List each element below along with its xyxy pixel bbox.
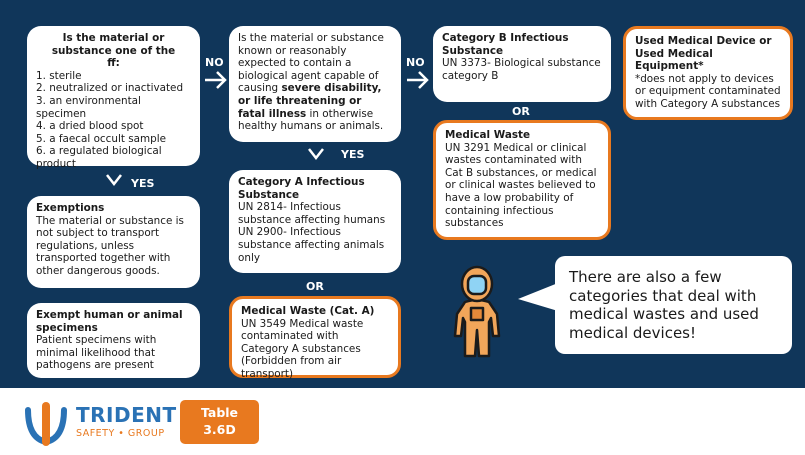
speech-bubble-text: There are also a few categories that dea… [569,268,759,342]
list-item: 5. a faecal occult sample [36,132,166,145]
exemptions-title: Exemptions [36,202,105,214]
exempt-specimens-title: Exempt human or animal specimens [36,309,183,334]
exemptions-text: The material or substance is not subject… [36,214,184,277]
medical-waste-cat-a-title: Medical Waste (Cat. A) [241,305,375,317]
or-label: OR [512,105,530,118]
arrow-right-icon [205,71,227,89]
arrow-down-icon [308,148,324,161]
question-text-post: in otherwise healthy humans or animals. [238,107,384,133]
medical-waste-cat-a-box: Medical Waste (Cat. A) UN 3549 Medical w… [229,296,401,380]
used-device-title: Used Medical Device or Used Medical Equi… [635,35,772,73]
yes-label: YES [131,177,155,190]
category-b-box: Category B Infectious Substance UN 3373-… [433,26,611,102]
hazmat-suit-icon [453,265,501,358]
speech-bubble-tail [518,283,558,311]
table-tag-line2: 3.6D [203,422,236,437]
medical-waste-box: Medical Waste UN 3291 Medical or clinica… [433,120,611,240]
brand-name: TRIDENT [76,403,177,427]
exemptions-box: Exemptions The material or substance is … [27,196,200,288]
arrow-right-icon [407,71,429,89]
exempt-specimens-text: Patient specimens with minimal likelihoo… [36,334,157,372]
list-item: 2. neutralized or inactivated [36,82,184,95]
trident-logo-icon [25,402,67,446]
yes-label: YES [341,148,365,161]
list-item: 3. an environmental specimen [36,94,141,120]
table-tag: Table 3.6D [180,400,259,444]
arrow-down-icon [106,174,122,187]
no-label: NO [205,56,224,69]
category-a-title: Category A Infectious Substance [238,176,365,201]
speech-bubble: There are also a few categories that dea… [555,256,792,354]
used-device-text: *does not apply to devices or equipment … [635,72,781,110]
medical-waste-title: Medical Waste [445,129,531,141]
infographic-panel: Is the material or substance one of the … [0,0,805,388]
used-medical-device-box: Used Medical Device or Used Medical Equi… [623,26,793,120]
category-a-box: Category A Infectious Substance UN 2814-… [229,170,401,273]
list-item: 4. a dried blood spot [36,120,144,133]
list-item: 1. sterile [36,69,82,82]
question-box-severe: Is the material or substance known or re… [229,26,401,142]
medical-waste-text: UN 3291 Medical or clinical wastes conta… [445,141,597,230]
category-a-line1: UN 2814- Infectious substance affecting … [238,201,386,226]
question-text-pre: Is the material or substance known or re… [238,32,384,95]
no-label: NO [406,56,425,69]
or-label: OR [306,280,324,293]
table-tag-line1: Table [200,405,239,420]
question-box-exemptions: Is the material or substance one of the … [27,26,200,170]
brand-subtitle: SAFETY • GROUP [76,428,165,439]
list-item: 6. a regulated biological product [36,145,162,170]
category-a-line2: UN 2900- Infectious substance affecting … [238,226,385,264]
question-text-bold: severe disability, or life threatening o… [238,82,382,120]
question-title: Is the material or substance one of the … [51,32,176,70]
medical-waste-cat-a-text: UN 3549 Medical waste contaminated with … [241,317,364,380]
footer [0,388,805,455]
category-b-title: Category B Infectious Substance [442,32,569,57]
exempt-specimens-box: Exempt human or animal specimens Patient… [27,303,200,378]
category-b-text: UN 3373- Biological substance category B [442,57,601,82]
